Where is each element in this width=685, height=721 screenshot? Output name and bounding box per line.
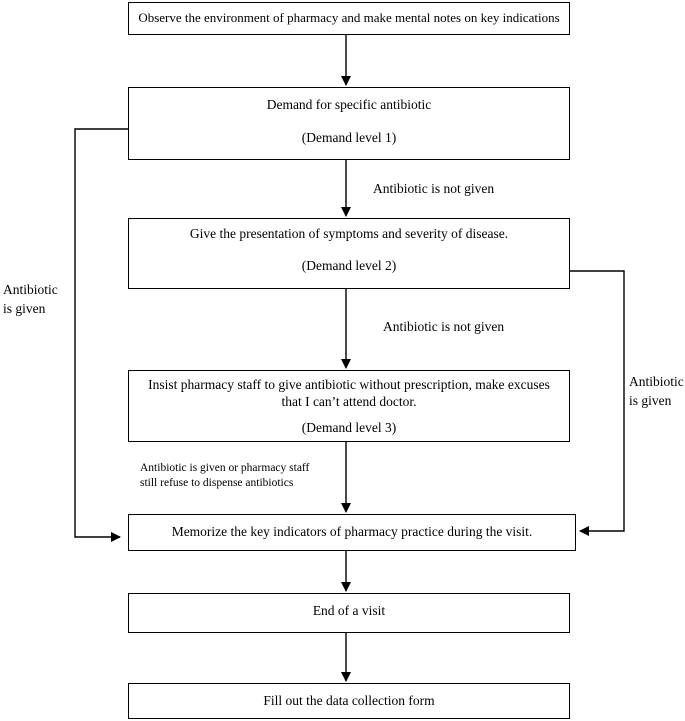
demand-level-3-label: (Demand level 3) xyxy=(301,419,397,435)
observe-box: Observe the environment of pharmacy and … xyxy=(128,2,570,35)
demand-level-3-box: Insist pharmacy staff to give antibiotic… xyxy=(128,370,570,442)
demand-level-2-text: Give the presentation of symptoms and se… xyxy=(189,226,509,241)
demand-level-3-text-line1: Insist pharmacy staff to give antibiotic… xyxy=(148,377,550,392)
arrow-demand2-given-to-memorize xyxy=(569,270,625,536)
fill-form-text: Fill out the data collection form xyxy=(263,693,435,708)
demand-level-1-label: (Demand level 1) xyxy=(301,129,397,145)
end-of-visit-text: End of a visit xyxy=(312,603,386,618)
label-right-given: Antibiotic is given xyxy=(629,374,684,410)
demand-level-3-text-line2: that I can’t attend doctor. xyxy=(281,393,417,409)
label-left-given-line2: is given xyxy=(3,300,46,316)
label-right-given-line2: is given xyxy=(629,392,672,408)
demand-level-2-box: Give the presentation of symptoms and se… xyxy=(128,218,570,289)
label-not-given-1: Antibiotic is not given xyxy=(373,181,495,196)
demand-level-2-label: (Demand level 2) xyxy=(301,257,397,273)
demand-level-1-box: Demand for specific antibiotic (Demand l… xyxy=(128,87,570,160)
label-given-or-refuse: Antibiotic is given or pharmacy staff st… xyxy=(140,461,309,491)
memorize-box: Memorize the key indicators of pharmacy … xyxy=(128,514,576,551)
demand-level-1-text: Demand for specific antibiotic xyxy=(266,97,432,112)
label-left-given-line1: Antibiotic xyxy=(3,282,58,297)
label-given-or-refuse-line2: still refuse to dispense antibiotics xyxy=(140,476,294,489)
label-left-given: Antibiotic is given xyxy=(3,282,58,318)
label-not-given-2: Antibiotic is not given xyxy=(383,319,505,334)
end-of-visit-box: End of a visit xyxy=(128,593,570,633)
memorize-text: Memorize the key indicators of pharmacy … xyxy=(171,524,533,539)
label-right-given-line1: Antibiotic xyxy=(629,374,684,389)
fill-form-box: Fill out the data collection form xyxy=(128,683,570,719)
label-given-or-refuse-line1: Antibiotic is given or pharmacy staff xyxy=(140,462,310,474)
arrow-demand1-given-to-memorize xyxy=(74,128,128,542)
observe-text: Observe the environment of pharmacy and … xyxy=(138,10,560,25)
